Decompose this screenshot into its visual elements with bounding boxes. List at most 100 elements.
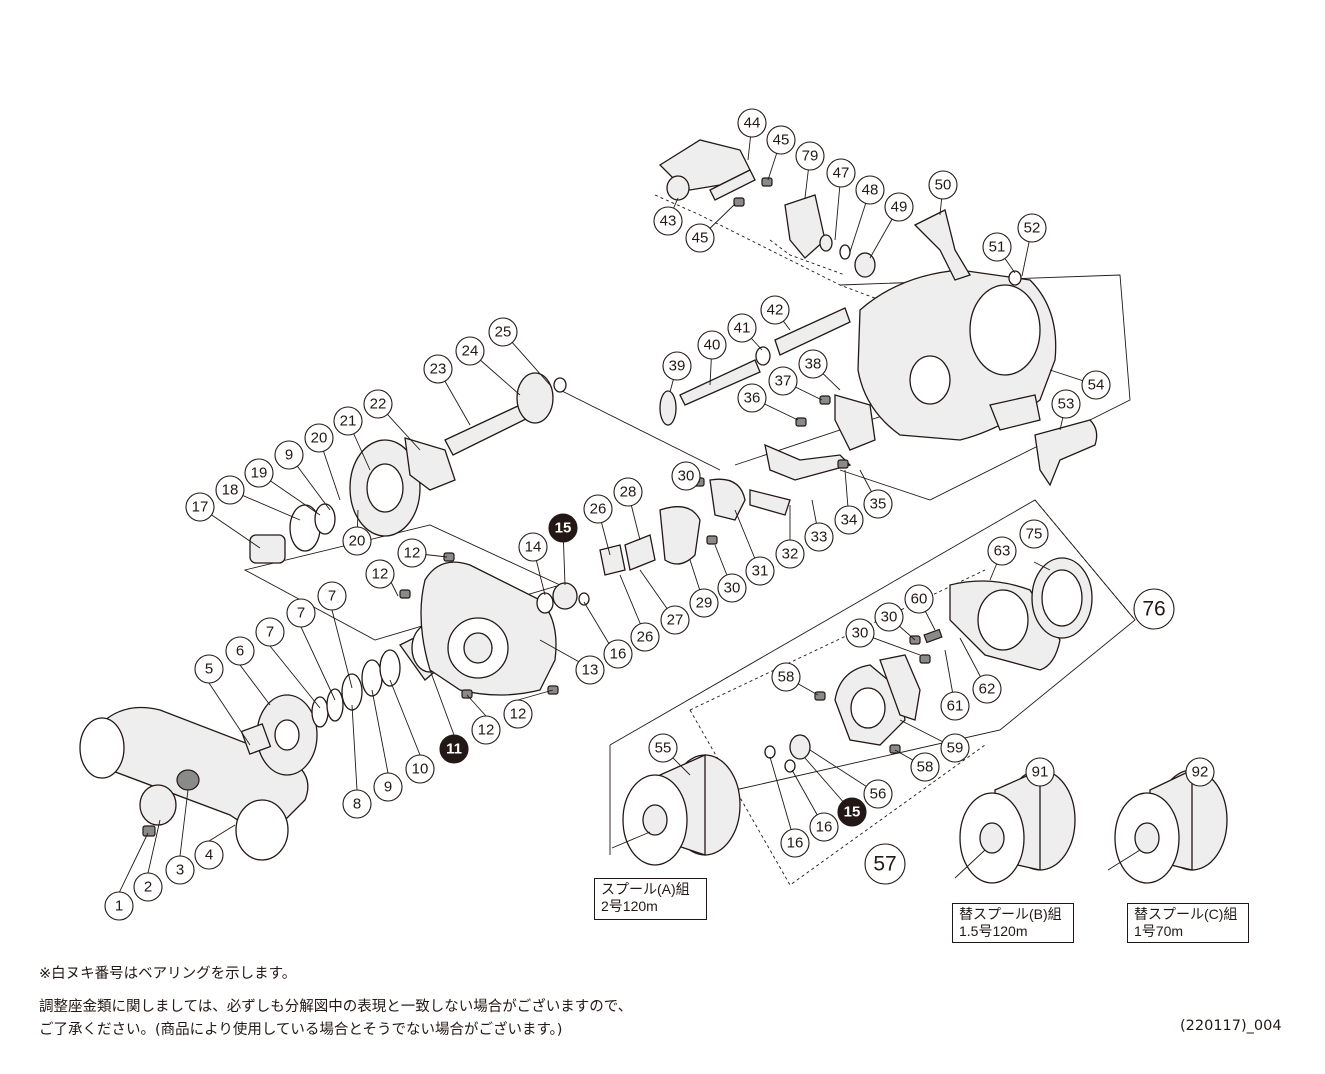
svg-text:47: 47 [833,165,850,182]
svg-text:43: 43 [660,213,677,230]
callout-37: 37 [768,366,798,396]
svg-text:59: 59 [947,740,964,757]
callout-92: 92 [1185,757,1215,787]
callout-91: 91 [1025,757,1055,787]
callout-48: 48 [855,175,885,205]
callout-63: 63 [987,536,1017,566]
callout-26a: 26 [583,494,613,524]
callout-15a: 15 [548,513,578,543]
spool-a-spec: 2号120m [601,898,658,914]
handle-knob-right [235,799,289,861]
svg-text:57: 57 [873,853,896,876]
svg-text:56: 56 [870,786,887,803]
spool-a-title: スプール(A)組 [601,881,690,897]
callout-7b: 7 [286,598,316,628]
svg-text:36: 36 [744,390,761,407]
callout-59: 59 [940,733,970,763]
callout-33: 33 [804,522,834,552]
callout-16a: 16 [603,639,633,669]
adjustment-note-line1: 調整座金類に関しましては、必ずしも分解図中の表現と一致しない場合がございますので… [39,999,633,1015]
handle-nut [176,769,200,791]
drag-lever [913,209,971,281]
callout-54: 54 [1081,370,1111,400]
callout-9a: 9 [373,772,403,802]
callout-36: 36 [737,383,767,413]
callout-40: 40 [697,330,727,360]
svg-text:22: 22 [370,396,387,413]
callout-47: 47 [826,158,856,188]
callout-16b: 16 [809,812,839,842]
spool-a [611,753,741,866]
callout-32: 32 [775,539,805,569]
spool-b-spec: 1.5号120m [959,923,1028,939]
callout-7a: 7 [255,617,285,647]
callout-12d: 12 [397,538,427,568]
callout-43: 43 [653,206,683,236]
svg-text:30: 30 [724,580,741,597]
svg-text:12: 12 [404,545,421,562]
svg-text:63: 63 [994,543,1011,560]
svg-text:1: 1 [115,898,123,915]
levelwind-guide [834,394,876,451]
worm-shaft [679,359,761,406]
callout-1: 1 [104,891,134,921]
callout-75: 75 [1019,519,1049,549]
callout-labels: 1 2 3 4 5 6 7 7 7 8 9 10 11 12 12 12 12 … [104,108,1215,921]
callout-20b: 20 [342,526,372,556]
callout-19: 19 [244,458,274,488]
main-shaft [444,404,529,456]
part-shapes [79,139,1228,884]
callout-30d: 30 [845,618,875,648]
clicker-plate [879,654,921,721]
callout-29: 29 [689,588,719,618]
svg-text:7: 7 [297,605,305,622]
svg-text:16: 16 [816,819,833,836]
callout-5: 5 [194,654,224,684]
spool-c-label: 替スプール(C)組 1号70m [1127,903,1249,943]
svg-text:23: 23 [430,361,447,378]
svg-text:61: 61 [947,698,964,715]
callout-12c: 12 [365,559,395,589]
svg-text:18: 18 [222,482,239,499]
svg-text:45: 45 [773,132,790,149]
svg-text:29: 29 [696,595,713,612]
svg-text:19: 19 [251,465,268,482]
worm-gear [659,390,677,426]
bearing-note: ※白ヌキ番号はベアリングを示します。 [39,966,297,982]
callout-11: 11 [439,734,469,764]
svg-text:51: 51 [989,239,1006,256]
svg-text:34: 34 [841,512,858,529]
svg-text:25: 25 [495,324,512,341]
diagram-code: (220117)_004 [1180,1018,1282,1034]
callout-24: 24 [455,336,485,366]
svg-text:9: 9 [384,779,392,796]
svg-text:10: 10 [412,761,429,778]
svg-text:75: 75 [1026,526,1043,543]
svg-text:53: 53 [1058,396,1075,413]
svg-text:7: 7 [266,624,274,641]
svg-text:16: 16 [610,646,627,663]
svg-text:4: 4 [205,847,213,864]
svg-text:16: 16 [787,835,804,852]
svg-text:2: 2 [144,879,152,896]
spool-a-label: スプール(A)組 2号120m [594,878,707,920]
callout-57: 57 [864,843,906,885]
svg-text:8: 8 [353,796,361,813]
callout-62: 62 [972,674,1002,704]
svg-text:41: 41 [734,320,751,337]
callout-21: 21 [333,406,363,436]
svg-text:40: 40 [704,337,721,354]
callout-49: 49 [884,192,914,222]
callout-34: 34 [834,505,864,535]
svg-text:54: 54 [1088,377,1105,394]
svg-text:26: 26 [590,501,607,518]
svg-text:42: 42 [767,302,784,319]
callout-23: 23 [423,354,453,384]
svg-text:50: 50 [935,177,952,194]
gear-sleeve [249,534,286,564]
spool-b [954,768,1076,884]
svg-text:37: 37 [775,373,792,390]
callout-58b: 58 [910,752,940,782]
svg-text:55: 55 [655,740,672,757]
callout-20a: 20 [304,423,334,453]
